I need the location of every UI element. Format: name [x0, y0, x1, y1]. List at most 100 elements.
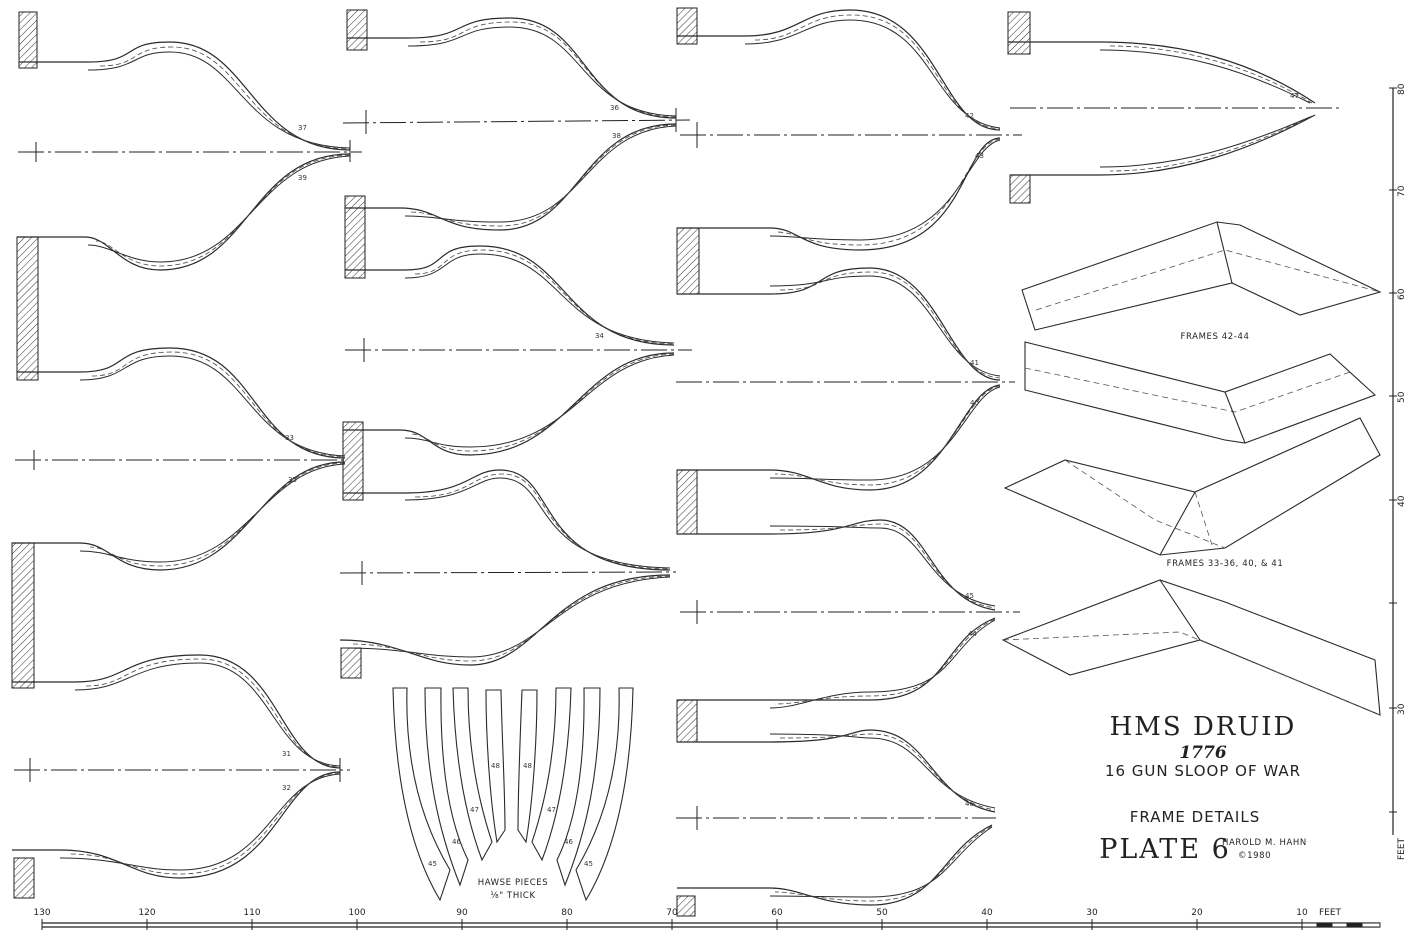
- frame-outline: [677, 617, 996, 709]
- keel-section: [342, 421, 364, 501]
- side-scale: 80 70 60 50 40 30 FEET: [1389, 83, 1406, 860]
- side-scale-tick: 50: [1397, 391, 1406, 403]
- frame-number: 41: [970, 359, 979, 367]
- copyright-mark: ©1980: [1238, 851, 1271, 861]
- hawse-number: 45: [428, 860, 437, 868]
- keel-section: [13, 857, 35, 899]
- block-frames-33-41-upper: [1003, 417, 1381, 556]
- frame-outline: [1010, 114, 1316, 176]
- bottom-scale-ticks: [41, 919, 1303, 930]
- frame-outline: [345, 245, 675, 346]
- keel-section: [346, 9, 368, 51]
- hawse-number: 48: [523, 762, 532, 770]
- frame-outline: [677, 824, 993, 906]
- bottom-scale-fine-divisions: [1301, 922, 1381, 928]
- frame-outline: [12, 654, 341, 769]
- hawse-pieces-label: HAWSE PIECES: [478, 878, 549, 888]
- side-scale-tick: 70: [1397, 185, 1406, 197]
- bottom-scale-tick: 130: [33, 908, 50, 918]
- keel-section: [11, 542, 35, 689]
- frame-number: 33: [285, 434, 294, 442]
- frame-column-4: [1007, 11, 1340, 204]
- bottom-scale-tick: 20: [1191, 908, 1203, 918]
- bottom-scale-tick: 120: [138, 908, 155, 918]
- frame-number: 37: [298, 124, 307, 132]
- block-frames-42-44-lower: [1024, 341, 1377, 444]
- block-frames-42-44-upper: [1021, 221, 1382, 331]
- frames-42-44-label: FRAMES 42-44: [1181, 332, 1250, 342]
- frame-column-2: [339, 9, 692, 679]
- frame-outline: [343, 469, 671, 571]
- ship-type: 16 GUN SLOOP OF WAR: [1105, 762, 1301, 780]
- keel-section: [340, 647, 362, 679]
- title-block: HMS DRUID 1776 16 GUN SLOOP OF WAR FRAME…: [1099, 712, 1307, 865]
- frame-outline: [677, 729, 996, 813]
- frame-outline: [12, 771, 341, 879]
- bottom-scale-tick: 50: [876, 908, 888, 918]
- frame-number: 40: [970, 399, 979, 407]
- bottom-scale: 130 120 110 100 90 80 70 60 50 40 30 20 …: [33, 908, 1381, 930]
- hawse-pieces: 45 46 47 48 48 47 46 45 HAWSE PIECES ⅛" …: [392, 687, 634, 902]
- drawing-subject: FRAME DETAILS: [1130, 808, 1260, 826]
- block-frames-33-41-lower: [1001, 579, 1381, 716]
- bottom-scale-tick: 80: [561, 908, 573, 918]
- keel-section: [18, 11, 38, 69]
- bottom-scale-tick: 10: [1296, 908, 1308, 918]
- keel-section: [16, 236, 39, 381]
- hawse-number: 45: [584, 860, 593, 868]
- hawse-thickness-label: ⅛" THICK: [490, 891, 535, 901]
- keel-section: [676, 699, 698, 743]
- frame-outline: [17, 347, 346, 459]
- frame-number: 45: [965, 592, 974, 600]
- side-scale-tick: 30: [1397, 703, 1406, 715]
- frame-number: 46: [965, 800, 974, 808]
- frame-number-labels: 37 39 36 38 33 35 34 31 32 42 43 41 40 4…: [282, 92, 1299, 808]
- hawse-number-labels: 45 46 47 48 48 47 46 45: [428, 762, 593, 868]
- frame-outline: [677, 519, 996, 611]
- frame-column-1: [11, 11, 362, 899]
- frame-outline: [1008, 41, 1316, 104]
- bottom-scale-tick: 30: [1086, 908, 1098, 918]
- hawse-number: 47: [470, 806, 479, 814]
- ship-year: 1776: [1179, 743, 1226, 763]
- ship-name: HMS DRUID: [1110, 712, 1297, 742]
- frame-outline: [345, 123, 677, 231]
- side-scale-tick: 40: [1397, 495, 1406, 507]
- frame-outline: [677, 267, 1001, 381]
- bottom-scale-tick: 40: [981, 908, 993, 918]
- frame-outline: [677, 9, 1001, 131]
- frame-block-diagrams: FRAMES 42-44 FRAMES 33-36, 40, & 41: [1001, 221, 1382, 716]
- frame-number: 36: [610, 104, 619, 112]
- bottom-scale-tick: 110: [243, 908, 260, 918]
- frame-outline: [677, 384, 1001, 491]
- frame-number: 35: [288, 476, 297, 484]
- author-name: HAROLD M. HAHN: [1222, 838, 1307, 848]
- frame-number: 47: [1290, 92, 1299, 100]
- frame-outline: [17, 153, 351, 271]
- side-scale-tick: 80: [1397, 83, 1406, 95]
- bottom-scale-tick: 90: [456, 908, 468, 918]
- frame-outline: [677, 137, 1001, 251]
- hawse-number: 48: [491, 762, 500, 770]
- frames-33-41-label: FRAMES 33-36, 40, & 41: [1167, 559, 1284, 569]
- side-scale-tick: 60: [1397, 288, 1406, 300]
- bottom-scale-tick: 60: [771, 908, 783, 918]
- bottom-scale-tick: 100: [348, 908, 365, 918]
- center-line: [339, 571, 677, 574]
- keel-section: [676, 227, 700, 295]
- keel-section: [676, 895, 696, 917]
- frame-number: 42: [965, 112, 974, 120]
- bottom-scale-tick: 70: [666, 908, 678, 918]
- frame-outline: [12, 461, 346, 571]
- frame-number: 44: [968, 630, 977, 638]
- frame-number: 32: [282, 784, 291, 792]
- frame-number: 38: [612, 132, 621, 140]
- frame-outline: [339, 574, 671, 666]
- frame-outline: [343, 352, 675, 456]
- hawse-number: 46: [564, 838, 573, 846]
- frame-number: 43: [975, 152, 984, 160]
- keel-section: [676, 469, 698, 535]
- frame-number: 34: [595, 332, 604, 340]
- center-line: [342, 119, 691, 124]
